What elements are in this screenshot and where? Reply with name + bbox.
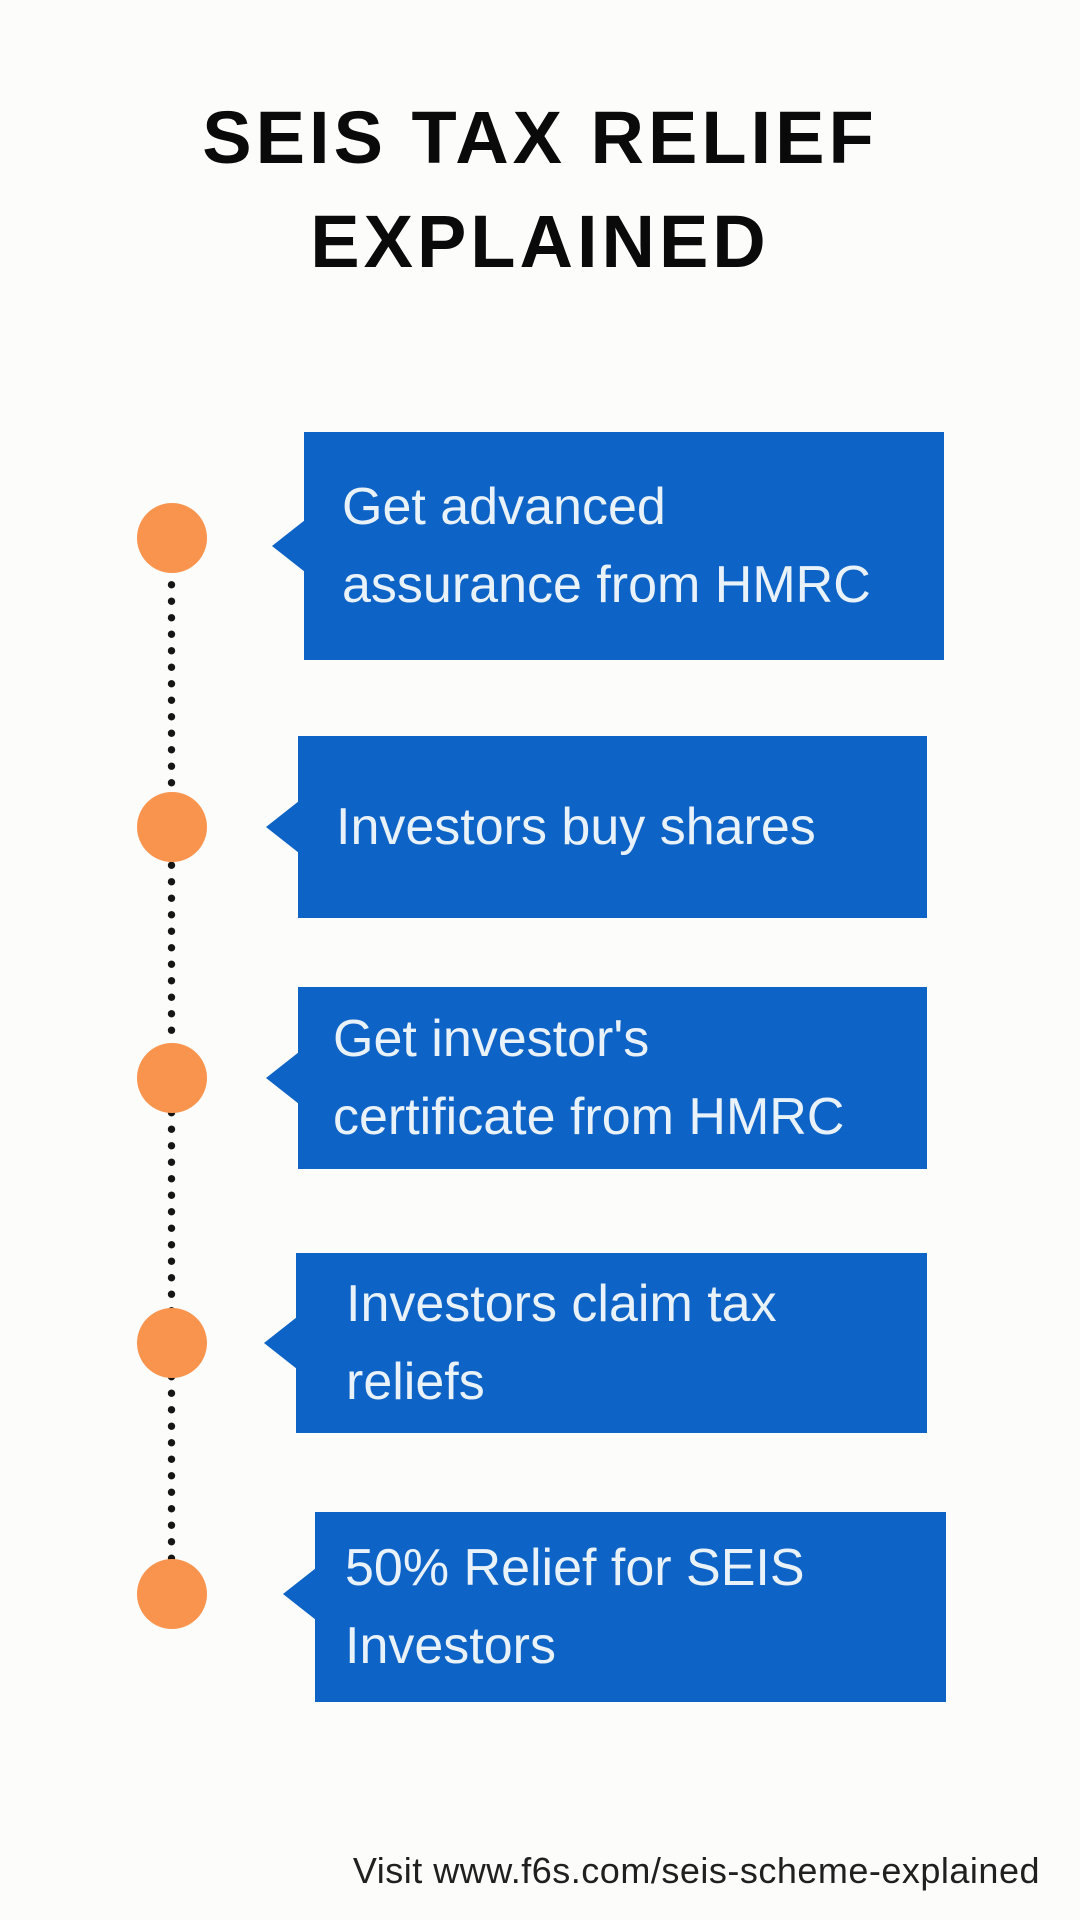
page-title: SEIS TAX RELIEF EXPLAINED bbox=[0, 86, 1080, 294]
step-4-line-2: reliefs bbox=[346, 1353, 485, 1411]
timeline-dot-1 bbox=[137, 503, 207, 573]
step-box-4: Investors claim tax reliefs bbox=[264, 1253, 927, 1433]
speech-pointer-icon bbox=[266, 801, 299, 853]
footer-note: Visit www.f6s.com/seis-scheme-explained bbox=[352, 1850, 1040, 1891]
step-box-2: Investors buy shares bbox=[266, 736, 927, 918]
step-3-line-2: certificate from HMRC bbox=[333, 1088, 845, 1146]
step-3-line-1: Get investor's bbox=[333, 1010, 650, 1068]
speech-pointer-icon bbox=[272, 520, 305, 572]
step-4-line-1: Investors claim tax bbox=[346, 1275, 777, 1333]
timeline-dot-3 bbox=[137, 1043, 207, 1113]
step-1-line-2: assurance from HMRC bbox=[342, 556, 871, 614]
step-5-line-2: Investors bbox=[345, 1617, 556, 1675]
speech-pointer-icon bbox=[264, 1317, 297, 1369]
timeline-dot-5 bbox=[137, 1559, 207, 1629]
step-5-line-1: 50% Relief for SEIS bbox=[345, 1539, 805, 1597]
title-line-2: EXPLAINED bbox=[310, 200, 770, 283]
step-box-3: Get investor's certificate from HMRC bbox=[266, 987, 927, 1169]
timeline-dot-4 bbox=[137, 1308, 207, 1378]
step-2-line-1: Investors buy shares bbox=[336, 798, 816, 856]
step-box-1: Get advanced assurance from HMRC bbox=[272, 432, 944, 660]
speech-pointer-icon bbox=[283, 1568, 316, 1620]
timeline-dot-2 bbox=[137, 792, 207, 862]
step-box-5: 50% Relief for SEIS Investors bbox=[283, 1512, 946, 1702]
speech-pointer-icon bbox=[266, 1052, 299, 1104]
step-1-line-1: Get advanced bbox=[342, 478, 666, 536]
title-line-1: SEIS TAX RELIEF bbox=[202, 96, 878, 179]
